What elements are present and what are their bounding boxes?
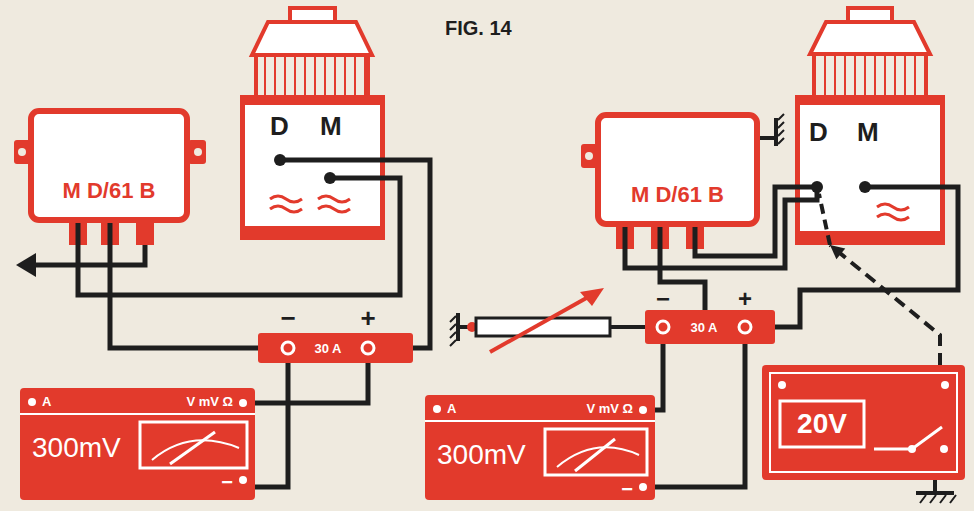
dynamo-body: DM [795, 95, 945, 245]
regulator-label: M D/61 B [595, 184, 760, 206]
wire [655, 344, 663, 410]
polarity-sign: − [276, 305, 300, 331]
terminal-label: V mV Ω [586, 402, 633, 415]
voltmeter: 20V [762, 365, 965, 480]
arrow-head [830, 245, 845, 259]
polarity-sign: + [356, 305, 380, 331]
shunt-box: −30 A+ [258, 333, 413, 363]
node-outline [595, 112, 760, 227]
wire [255, 363, 288, 487]
regulator-box: M D/61 B [28, 108, 190, 223]
node-outline [795, 95, 945, 245]
node-outline [762, 365, 965, 480]
dynamo-cap [252, 8, 372, 97]
wire [830, 245, 940, 365]
wire-line [655, 344, 663, 410]
wire [655, 344, 745, 487]
wire [110, 223, 258, 348]
terminal-letter: M [320, 113, 342, 139]
terminal-label: − [621, 479, 633, 499]
rheostat-symbol [450, 288, 645, 352]
wire-line [830, 245, 940, 365]
terminal-label: − [221, 472, 233, 492]
shunt-box: −30 A+ [645, 310, 775, 344]
terminal-label: V mV Ω [186, 395, 233, 408]
range-label: 300mV [32, 434, 121, 462]
wire-line [255, 363, 288, 487]
polarity-sign: − [651, 287, 675, 311]
wire [255, 363, 368, 403]
figure-title: FIG. 14 [445, 18, 512, 38]
terminal-letter: D [809, 119, 828, 145]
wire-line [110, 223, 258, 348]
wire-line [255, 363, 368, 403]
millivoltmeter: A V mV Ω 300mV − [425, 395, 655, 500]
wire-line [655, 344, 745, 487]
regulator-box: M D/61 B [595, 112, 760, 227]
dynamo-cap [810, 8, 930, 97]
shunt-rating: 30 A [673, 321, 735, 334]
regulator-label: M D/61 B [28, 180, 190, 202]
node-outline [240, 95, 385, 240]
terminal-letter: D [270, 113, 289, 139]
terminal-letter: M [857, 119, 879, 145]
range-label: 20V [780, 410, 864, 438]
ground-symbol [916, 480, 956, 503]
node-outline [28, 108, 190, 223]
terminal-label: A [42, 395, 51, 408]
polarity-sign: + [733, 287, 757, 311]
terminal-label: A [447, 402, 456, 415]
dynamo-body: DM [240, 95, 385, 240]
wire-line [385, 160, 430, 348]
shunt-rating: 30 A [298, 342, 358, 355]
millivoltmeter: A V mV Ω 300mV − [20, 388, 255, 500]
ground-symbol [760, 114, 784, 146]
range-label: 300mV [437, 441, 526, 469]
wire [385, 160, 430, 348]
